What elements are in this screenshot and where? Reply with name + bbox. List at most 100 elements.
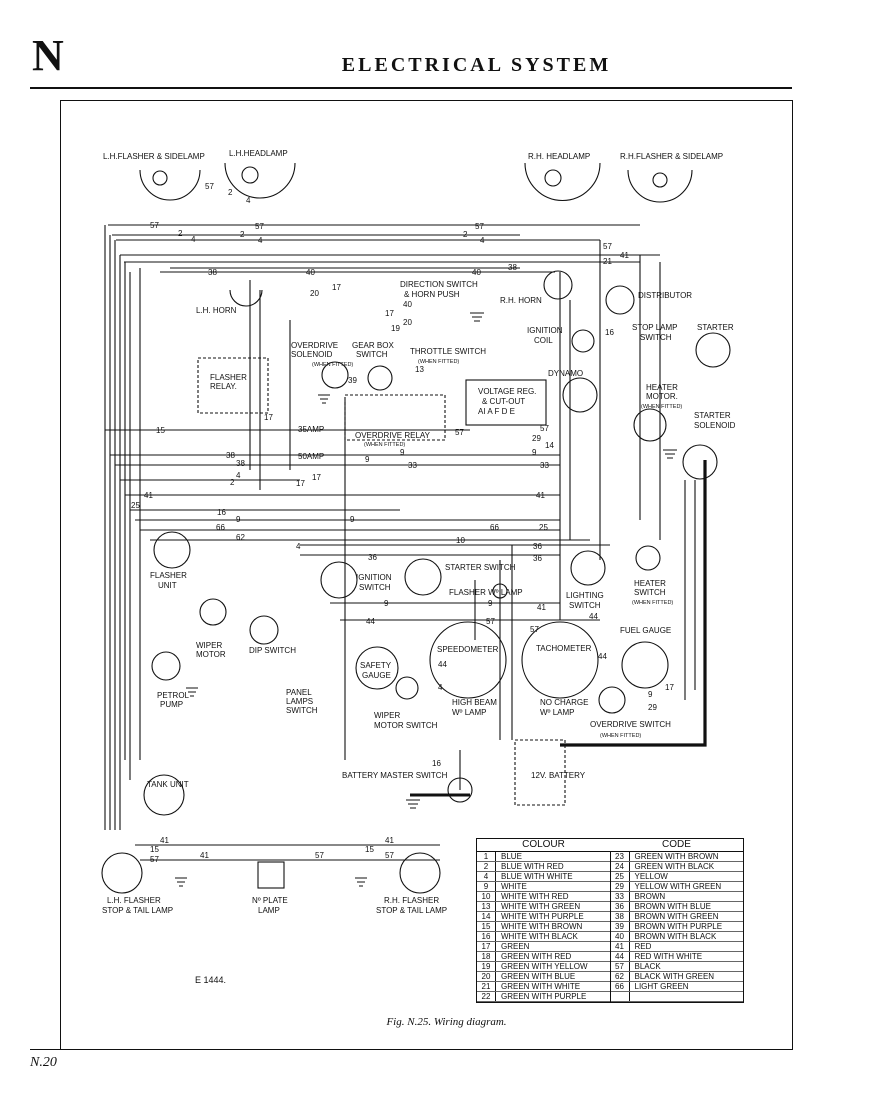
- dynamo-shape: [562, 377, 598, 413]
- label-overdrive-solenoid-2: SOLENOID: [291, 350, 333, 359]
- label-distributor: DISTRIBUTOR: [638, 291, 692, 300]
- wire-number: 2: [230, 478, 235, 487]
- label-overdrive-switch: OVERDRIVE SWITCH: [590, 720, 671, 729]
- colour-code-name: GREEN WITH WHITE: [501, 982, 581, 991]
- colour-code-number: 2: [477, 862, 496, 871]
- colour-code-number: 21: [477, 982, 496, 991]
- wire-number: 4: [236, 471, 241, 480]
- wire-number: 17: [385, 309, 394, 318]
- label-rh-flasher-sidelamp: R.H.FLASHER & SIDELAMP: [620, 152, 723, 161]
- label-no-plate-1: Nº PLATE: [252, 896, 288, 905]
- wire-number: 29: [532, 434, 541, 443]
- colour-code-number: 57: [611, 962, 630, 971]
- colour-code-name: GREEN WITH BLACK: [634, 862, 715, 871]
- wire-numbers: 57 2 4 57 2 4 57 2 4 57 2 4 57 41 21 38 …: [131, 182, 674, 864]
- colour-code-number: 15: [477, 922, 496, 931]
- lh-headlamp-shape: [224, 162, 296, 199]
- wire-number: 2: [228, 188, 233, 197]
- wire-number: 4: [246, 196, 251, 205]
- label-wiper-motor-1: WIPER: [196, 641, 222, 650]
- label-throttle-switch: THROTTLE SWITCH: [410, 347, 486, 356]
- label-lh-flasher-sidelamp: L.H.FLASHER & SIDELAMP: [103, 152, 205, 161]
- wire-number: 9: [532, 448, 537, 457]
- colour-code-name: BROWN: [634, 892, 666, 901]
- wire-number: 38: [208, 268, 217, 277]
- wiper-motor-switch-shape: [395, 676, 419, 700]
- colour-code-number: 9: [477, 882, 496, 891]
- label-regulator-terminals: AI A F D E: [478, 407, 515, 416]
- wire-number: 33: [540, 461, 549, 470]
- wire-number: 41: [385, 836, 394, 845]
- colour-code-name: BROWN WITH GREEN: [634, 912, 719, 921]
- wire-number: 57: [255, 222, 264, 231]
- wire-number: 62: [236, 533, 245, 542]
- dip-switch-shape: [249, 615, 279, 645]
- wire-number: 16: [432, 759, 441, 768]
- colour-code-number: 39: [611, 922, 630, 931]
- wire-number: 38: [236, 459, 245, 468]
- wire-number: 17: [312, 473, 321, 482]
- wire-number: 4: [191, 235, 196, 244]
- rh-flasher-sidelamp-shape: [627, 169, 693, 203]
- distributor-shape: [605, 285, 635, 315]
- colour-code-number: 10: [477, 892, 496, 901]
- label-ignition: IGNITION: [527, 326, 563, 335]
- starter-switch-shape: [404, 558, 442, 596]
- note-when-fitted: (WHEN FITTED): [312, 362, 353, 368]
- title-rule: [30, 87, 792, 89]
- wire-number: 57: [530, 625, 539, 634]
- colour-code-name: GREEN WITH RED: [501, 952, 572, 961]
- wire-number: 9: [384, 599, 389, 608]
- label-no-charge-1: NO CHARGE: [540, 698, 588, 707]
- label-battery: 12V. BATTERY: [531, 771, 586, 780]
- wire-number: 13: [415, 365, 424, 374]
- wire-number: 25: [539, 523, 548, 532]
- flasher-warning-lamp-shape: [492, 583, 508, 599]
- label-flasher-warning-lamp: FLASHER Wº LAMP: [449, 588, 523, 597]
- label-battery-master-switch: BATTERY MASTER SWITCH: [342, 771, 448, 780]
- colour-code-name: YELLOW WITH GREEN: [634, 882, 722, 891]
- wire-number: 17: [296, 479, 305, 488]
- colour-header: COLOUR: [522, 839, 565, 850]
- colour-code-number: 66: [611, 982, 630, 991]
- lh-sidelamp-bulb: [152, 170, 168, 186]
- colour-code-name: RED WITH WHITE: [634, 952, 703, 961]
- label-rh-stop-tail-2: STOP & TAIL LAMP: [376, 906, 447, 915]
- figure-caption: Fig. N.25. Wiring diagram.: [386, 1016, 507, 1028]
- colour-code-row: 2 BLUE WITH RED: [477, 862, 610, 872]
- colour-code-name: WHITE: [501, 882, 527, 891]
- label-heater-motor-1: HEATER: [646, 383, 678, 392]
- label-wiper-motor-switch-1: WIPER: [374, 711, 400, 720]
- label-lighting-switch-1: LIGHTING: [566, 591, 604, 600]
- colour-code-name: RED: [634, 942, 652, 951]
- wire-number: 4: [438, 683, 443, 692]
- lighting-switch-shape: [570, 550, 606, 586]
- wire-number: 57: [486, 617, 495, 626]
- wire-number: 57: [475, 222, 484, 231]
- colour-code-name: WHITE WITH RED: [501, 892, 569, 901]
- colour-code-name: GREEN WITH YELLOW: [501, 962, 588, 971]
- colour-code-number: 40: [611, 932, 630, 941]
- wire-number: 15: [150, 845, 159, 854]
- colour-code-name: BLUE WITH RED: [501, 862, 564, 871]
- wire-number: 36: [533, 554, 542, 563]
- colour-code-name: YELLOW: [634, 872, 668, 881]
- label-heater-switch-1: HEATER: [634, 579, 666, 588]
- colour-code-name: BROWN WITH PURPLE: [634, 922, 723, 931]
- label-starter-solenoid-2: SOLENOID: [694, 421, 736, 430]
- wire-number: 41: [160, 836, 169, 845]
- wire-number: 9: [236, 515, 241, 524]
- when-fitted-notes: (WHEN FITTED) (WHEN FITTED) (WHEN FITTED…: [312, 359, 682, 739]
- lh-horn-shape: [229, 289, 263, 307]
- label-dynamo: DYNAMO: [548, 369, 583, 378]
- wire-number: 41: [144, 491, 153, 500]
